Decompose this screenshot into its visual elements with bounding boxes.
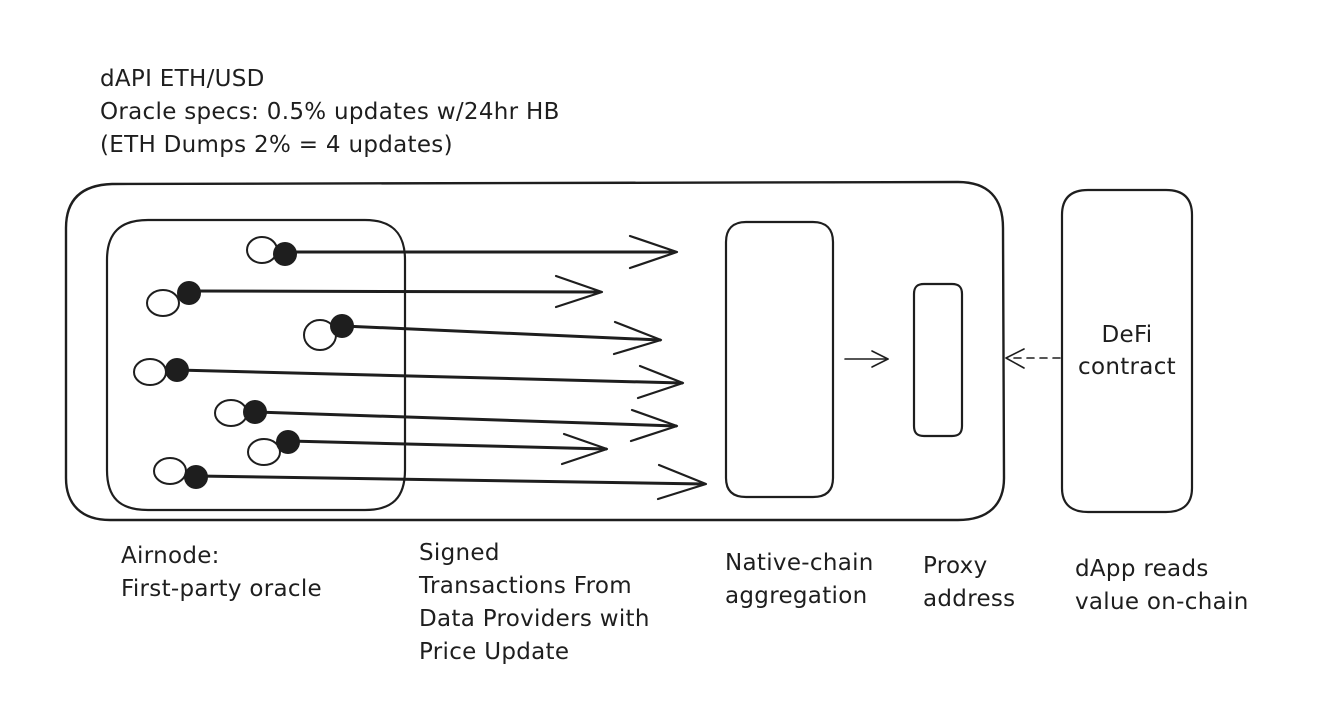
airnode-label-line1: Airnode:: [121, 543, 220, 569]
signed-tx-label-line2: Transactions From: [418, 573, 632, 599]
dapp-label-line1: dApp reads: [1075, 556, 1209, 582]
provider-node-filled: [177, 281, 201, 305]
signed-tx-arrow: [188, 289, 602, 294]
signed-tx-arrow: [175, 368, 684, 385]
airnode-group-box: [105, 218, 407, 512]
signed-tx-label-line3: Data Providers with: [419, 606, 650, 632]
provider-4: [133, 358, 685, 400]
provider-node-filled: [273, 242, 297, 266]
proxy-label-line2: address: [923, 586, 1015, 612]
signed-tx-label-line1: Signed: [419, 540, 500, 566]
header-oracle-specs: Oracle specs: 0.5% updates w/24hr HB: [100, 99, 560, 125]
signed-tx-arrow: [254, 410, 678, 428]
provider-node-open: [246, 236, 278, 264]
signed-tx-label-line4: Price Update: [419, 639, 569, 665]
provider-1: [246, 234, 679, 270]
airnode-label-line2: First-party oracle: [121, 576, 322, 602]
aggregation-box: [724, 220, 835, 499]
defi-reads-proxy-arrow: [1005, 348, 1061, 369]
signed-tx-arrow: [287, 439, 608, 451]
defi-label-line2: contract: [1078, 354, 1176, 380]
aggregation-label-line2: aggregation: [725, 583, 867, 609]
provider-node-open: [146, 289, 180, 317]
provider-2: [146, 274, 604, 317]
header-eth-dumps: (ETH Dumps 2% = 4 updates): [100, 132, 453, 158]
provider-3: [303, 314, 663, 356]
chain-container: [64, 180, 1006, 522]
provider-node-open: [153, 457, 187, 485]
provider-7: [153, 457, 708, 501]
defi-label-line1: DeFi: [1101, 322, 1152, 348]
provider-6: [247, 430, 609, 466]
signed-tx-arrow: [341, 324, 662, 342]
aggregation-to-proxy-arrow: [844, 350, 889, 368]
provider-node-open: [214, 399, 248, 427]
provider-5: [214, 399, 679, 443]
aggregation-label-line1: Native-chain: [725, 550, 874, 576]
proxy-label-line1: Proxy: [923, 553, 988, 579]
provider-node-open: [247, 438, 281, 466]
proxy-box: [912, 282, 964, 438]
header-title: dAPI ETH/USD: [100, 66, 265, 92]
signed-tx-arrow: [195, 474, 706, 486]
defi-contract-box: [1060, 188, 1194, 514]
provider-node-open: [133, 358, 167, 386]
dapp-label-line2: value on-chain: [1075, 589, 1249, 615]
